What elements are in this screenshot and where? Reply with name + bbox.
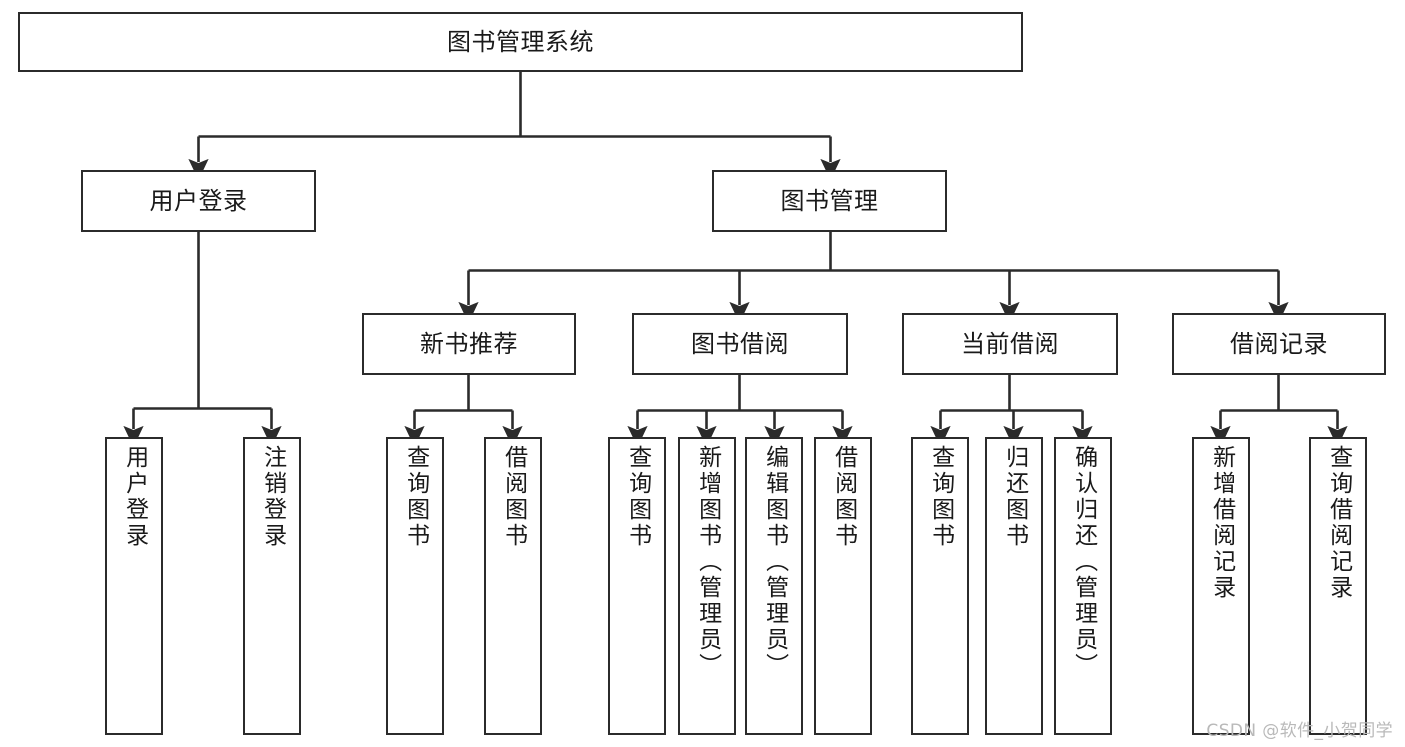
node-leaf-logout[interactable]: 注销登录 xyxy=(243,437,301,735)
node-user-login[interactable]: 用户登录 xyxy=(81,170,316,232)
node-root-system[interactable]: 图书管理系统 xyxy=(18,12,1023,72)
node-label: 查询借阅记录 xyxy=(1325,445,1352,601)
node-leaf-query-books-current[interactable]: 查询图书 xyxy=(911,437,969,735)
node-label: 图书管理 xyxy=(780,186,879,215)
node-label: 注销登录 xyxy=(259,445,286,549)
node-label: 编辑图书（管理员） xyxy=(761,445,788,679)
node-leaf-user-login[interactable]: 用户登录 xyxy=(105,437,163,735)
node-leaf-confirm-return-admin[interactable]: 确认归还（管理员） xyxy=(1054,437,1112,735)
node-label: 借阅图书 xyxy=(830,445,857,549)
node-leaf-query-books-borrow[interactable]: 查询图书 xyxy=(608,437,666,735)
node-book-management[interactable]: 图书管理 xyxy=(712,170,947,232)
node-label: 借阅图书 xyxy=(500,445,527,549)
node-book-borrowing[interactable]: 图书借阅 xyxy=(632,313,848,375)
node-label: 新增借阅记录 xyxy=(1208,445,1235,601)
node-label: 新增图书（管理员） xyxy=(694,445,721,679)
node-label: 新书推荐 xyxy=(420,329,518,358)
node-label: 用户登录 xyxy=(149,186,248,215)
node-leaf-borrow-books[interactable]: 借阅图书 xyxy=(814,437,872,735)
node-label: 当前借阅 xyxy=(961,329,1059,358)
node-label: 查询图书 xyxy=(624,445,651,549)
node-leaf-query-borrow-record[interactable]: 查询借阅记录 xyxy=(1309,437,1367,735)
node-label: 图书借阅 xyxy=(691,329,789,358)
node-label: 图书管理系统 xyxy=(447,27,594,56)
node-leaf-edit-book-admin[interactable]: 编辑图书（管理员） xyxy=(745,437,803,735)
node-current-borrowing[interactable]: 当前借阅 xyxy=(902,313,1118,375)
node-label: 归还图书 xyxy=(1001,445,1028,549)
node-label: 确认归还（管理员） xyxy=(1070,445,1097,679)
node-label: 借阅记录 xyxy=(1230,329,1328,358)
node-borrowing-records[interactable]: 借阅记录 xyxy=(1172,313,1386,375)
watermark-text: CSDN @软件_小贺同学 xyxy=(1206,721,1393,741)
node-leaf-query-books-rec[interactable]: 查询图书 xyxy=(386,437,444,735)
node-leaf-add-book-admin[interactable]: 新增图书（管理员） xyxy=(678,437,736,735)
node-leaf-add-borrow-record[interactable]: 新增借阅记录 xyxy=(1192,437,1250,735)
node-label: 用户登录 xyxy=(121,445,148,549)
node-leaf-return-books[interactable]: 归还图书 xyxy=(985,437,1043,735)
node-label: 查询图书 xyxy=(402,445,429,549)
node-new-book-recommendation[interactable]: 新书推荐 xyxy=(362,313,576,375)
node-label: 查询图书 xyxy=(927,445,954,549)
node-leaf-borrow-books-rec[interactable]: 借阅图书 xyxy=(484,437,542,735)
